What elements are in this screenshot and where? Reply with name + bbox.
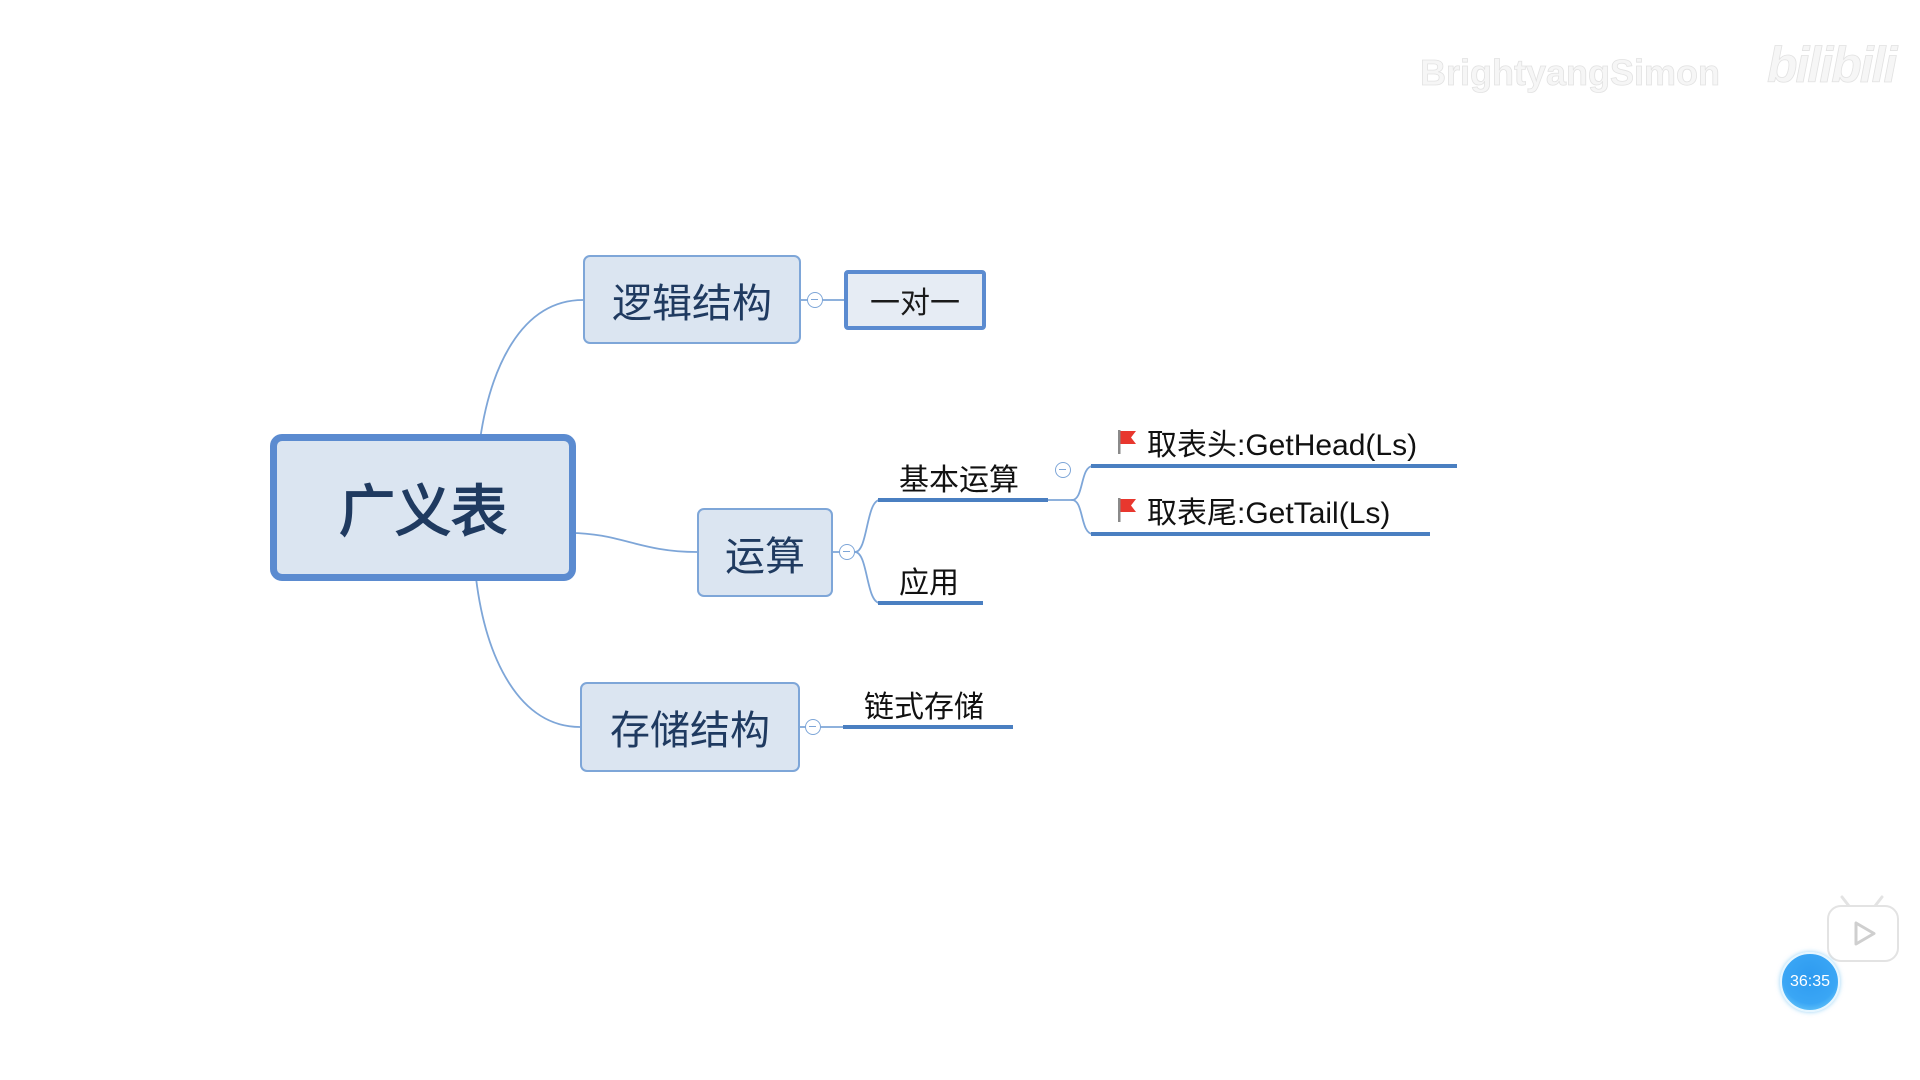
timer-badge[interactable]: 36:35 (1780, 952, 1840, 1012)
red-flag-icon (1118, 498, 1136, 522)
connector-line (475, 577, 581, 728)
collapse-icon[interactable] (839, 544, 855, 560)
connector-line (854, 551, 881, 604)
collapse-icon[interactable] (805, 719, 821, 735)
subtopic-linked-storage[interactable]: 链式存储 (843, 682, 1013, 729)
subtopic-basic-operations[interactable]: 基本运算 (878, 455, 1048, 502)
subtopic-one-to-one[interactable]: 一对一 (844, 270, 986, 330)
topic-operations[interactable]: 运算 (697, 508, 833, 597)
central-topic-label: 广义表 (339, 480, 507, 543)
collapse-icon[interactable] (807, 292, 823, 308)
topic-logic-structure[interactable]: 逻辑结构 (583, 255, 801, 344)
red-flag-icon (1118, 430, 1136, 454)
topic-label: 存储结构 (610, 709, 770, 753)
connector-line (1071, 465, 1094, 501)
subtopic-application[interactable]: 应用 (878, 558, 983, 605)
collapse-icon[interactable] (1055, 462, 1071, 478)
subtopic-label: 链式存储 (864, 690, 984, 724)
subtopic-get-head[interactable]: 取表头:GetHead(Ls) (1091, 420, 1457, 468)
subtopic-label: 取表尾:GetTail(Ls) (1147, 497, 1391, 530)
connector-line (1071, 499, 1094, 535)
subtopic-label: 基本运算 (899, 463, 1019, 497)
connector-line (854, 499, 881, 553)
subtopic-label: 一对一 (870, 287, 960, 320)
connector-line (479, 299, 584, 441)
bilibili-tv-icon[interactable] (1825, 893, 1901, 965)
subtopic-label: 应用 (899, 566, 959, 600)
topic-label: 逻辑结构 (612, 281, 772, 326)
subtopic-label: 取表头:GetHead(Ls) (1147, 429, 1418, 462)
bilibili-logo: bilibili (1767, 37, 1898, 94)
topic-label: 运算 (725, 534, 805, 579)
topic-storage-structure[interactable]: 存储结构 (580, 682, 800, 772)
timer-text: 36:35 (1789, 973, 1831, 990)
central-topic[interactable]: 广义表 (270, 434, 576, 581)
connector-line (569, 532, 698, 553)
subtopic-get-tail[interactable]: 取表尾:GetTail(Ls) (1091, 488, 1430, 536)
watermark-author: BrightyangSimon (1420, 52, 1721, 94)
